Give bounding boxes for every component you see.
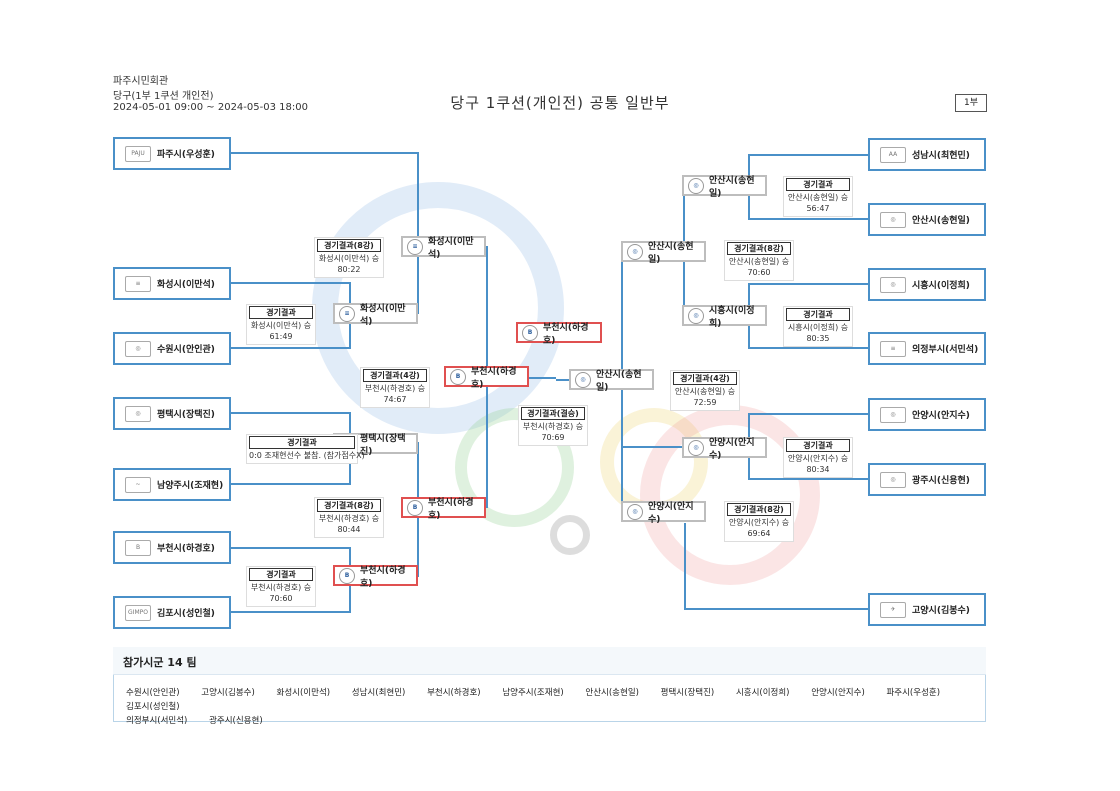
page-title: 당구 1쿠션(개인전) 공통 일반부: [450, 94, 670, 112]
result-box-final: 경기결과(결승) 부천시(하경호) 승 70:69: [518, 405, 588, 446]
city-emblem-icon: ◎: [880, 406, 906, 423]
city-emblem-round-icon: ◎: [688, 439, 704, 456]
team-pyeongtaek[interactable]: ◎ 평택시(장택진): [113, 397, 231, 430]
winner-right-r1-bot[interactable]: ◎ 안양시(안지수): [682, 437, 767, 461]
city-emblem-icon: ≡: [880, 340, 906, 357]
list-item: 김포시(성인철): [126, 702, 180, 712]
winner-left-r2-bot[interactable]: B 부천시(하경호): [401, 497, 486, 521]
result-box-left-r1-bot: 경기결과 부천시(하경호) 승 70:60: [246, 566, 316, 607]
city-emblem-round-icon: ◎: [627, 243, 643, 260]
list-item: 의정부시(서민석): [126, 716, 188, 726]
list-item: 부천시(하경호): [427, 688, 481, 698]
list-item: 남양주시(조재현): [502, 688, 564, 698]
team-seongnam[interactable]: AA 성남시(최현민): [868, 138, 986, 171]
result-box-right-r1-bot: 경기결과 안양시(안지수) 승 80:34: [783, 437, 853, 478]
team-siheung[interactable]: ◎ 시흥시(이정희): [868, 268, 986, 301]
city-emblem-icon: ✈: [880, 601, 906, 618]
result-box-left-r1-top: 경기결과 화성시(이만석) 승 61:49: [246, 304, 316, 345]
participants-heading: 참가시군 14 팀: [113, 647, 986, 675]
list-item: 안양시(안지수): [811, 688, 865, 698]
result-box-right-r1-top: 경기결과 안산시(송현일) 승 56:47: [783, 176, 853, 217]
team-ansan[interactable]: ◎ 안산시(송현일): [868, 203, 986, 236]
list-item: 성남시(최현민): [351, 688, 406, 698]
city-emblem-icon: ≡: [125, 275, 151, 292]
city-emblem-round-icon: ◎: [688, 307, 704, 324]
list-item: 광주시(신용현): [209, 716, 263, 726]
result-box-left-qf-bot: 경기결과(8강) 부천시(하경호) 승 80:44: [314, 497, 384, 538]
city-emblem-round-icon: B: [339, 567, 355, 584]
team-suwon[interactable]: ◎ 수원시(안인관): [113, 332, 231, 365]
city-emblem-round-icon: ◎: [575, 371, 591, 388]
result-box-right-semi: 경기결과(4강) 안산시(송현일) 승 72:59: [670, 370, 740, 411]
city-emblem-round-icon: ◎: [627, 503, 643, 520]
city-emblem-icon: ◎: [880, 211, 906, 228]
result-box-right-r1-mid: 경기결과 시흥시(이정희) 승 80:35: [783, 306, 853, 347]
team-gimpo[interactable]: GIMPO 김포시(성인철): [113, 596, 231, 629]
city-emblem-icon: GIMPO: [125, 604, 151, 621]
winner-right-semi[interactable]: ◎ 안산시(송현일): [569, 369, 654, 393]
city-emblem-round-icon: ◎: [688, 177, 704, 194]
winner-right-r2-bot[interactable]: ◎ 안양시(안지수): [621, 501, 706, 525]
team-paju[interactable]: PAJU 파주시(우성훈): [113, 137, 231, 170]
city-emblem-round-icon: B: [522, 324, 538, 341]
city-emblem-icon: AA: [880, 146, 906, 163]
team-bucheon[interactable]: B 부천시(하경호): [113, 531, 231, 564]
winner-left-r2-top[interactable]: ≡ 화성시(이만석): [401, 236, 486, 260]
list-item: 파주시(우성훈): [886, 688, 941, 698]
city-emblem-round-icon: B: [450, 368, 466, 385]
city-emblem-icon: ◎: [880, 276, 906, 293]
team-anyang[interactable]: ◎ 안양시(안지수): [868, 398, 986, 431]
result-box-right-qf-bot: 경기결과(8강) 안양시(안지수) 승 69:64: [724, 501, 794, 542]
list-item: 화성시(이만석): [276, 688, 331, 698]
result-box-right-qf-top: 경기결과(8강) 안산시(송현일) 승 70:60: [724, 240, 794, 281]
city-emblem-icon: ◎: [125, 405, 151, 422]
event-period: 2024-05-01 09:00 ~ 2024-05-03 18:00: [113, 102, 308, 113]
team-gwangju[interactable]: ◎ 광주시(신용현): [868, 463, 986, 496]
city-emblem-round-icon: B: [407, 499, 423, 516]
winner-left-r1-top[interactable]: ≡ 화성시(이만석): [333, 303, 418, 327]
city-emblem-icon: B: [125, 539, 151, 556]
team-hwaseong[interactable]: ≡ 화성시(이만석): [113, 267, 231, 300]
participants-list: 수원시(안인관) 고양시(김봉수) 화성시(이만석) 성남시(최현민) 부천시(…: [126, 686, 986, 728]
city-emblem-round-icon: ≡: [407, 238, 423, 255]
winner-left-semi[interactable]: B 부천시(하경호): [444, 366, 529, 390]
team-uijeongbu[interactable]: ≡ 의정부시(서민석): [868, 332, 986, 365]
venue-name: 파주시민회관: [113, 76, 169, 87]
list-item: 수원시(안인관): [126, 688, 180, 698]
city-emblem-icon: ◎: [125, 340, 151, 357]
team-namyangju[interactable]: ~ 남양주시(조재현): [113, 468, 231, 501]
result-box-left-r1-mid: 경기결과 0:0 조재현선수 불참. (참가점수X): [246, 434, 365, 464]
city-emblem-icon: ◎: [880, 471, 906, 488]
winner-right-r1-mid[interactable]: ◎ 시흥시(이정희): [682, 305, 767, 329]
division-badge: 1부: [955, 94, 987, 112]
winner-left-r1-bot[interactable]: B 부천시(하경호): [333, 565, 418, 589]
list-item: 고양시(김봉수): [201, 688, 255, 698]
list-item: 평택시(장택진): [660, 688, 715, 698]
champion[interactable]: B 부천시(하경호): [516, 322, 602, 346]
city-emblem-icon: ~: [125, 476, 151, 493]
result-box-left-semi: 경기결과(4강) 부천시(하경호) 승 74:67: [360, 367, 430, 408]
city-emblem-icon: PAJU: [125, 145, 151, 162]
team-goyang[interactable]: ✈ 고양시(김봉수): [868, 593, 986, 626]
list-item: 안산시(송현일): [585, 688, 639, 698]
list-item: 시흥시(이정희): [735, 688, 790, 698]
winner-right-r1-top[interactable]: ◎ 안산시(송현일): [682, 175, 767, 199]
result-box-left-qf-top: 경기결과(8강) 화성시(이만석) 승 80:22: [314, 237, 384, 278]
winner-right-r2-top[interactable]: ◎ 안산시(송현일): [621, 241, 706, 265]
event-name: 당구(1부 1쿠션 개인전): [113, 91, 214, 102]
city-emblem-round-icon: ≡: [339, 305, 355, 322]
